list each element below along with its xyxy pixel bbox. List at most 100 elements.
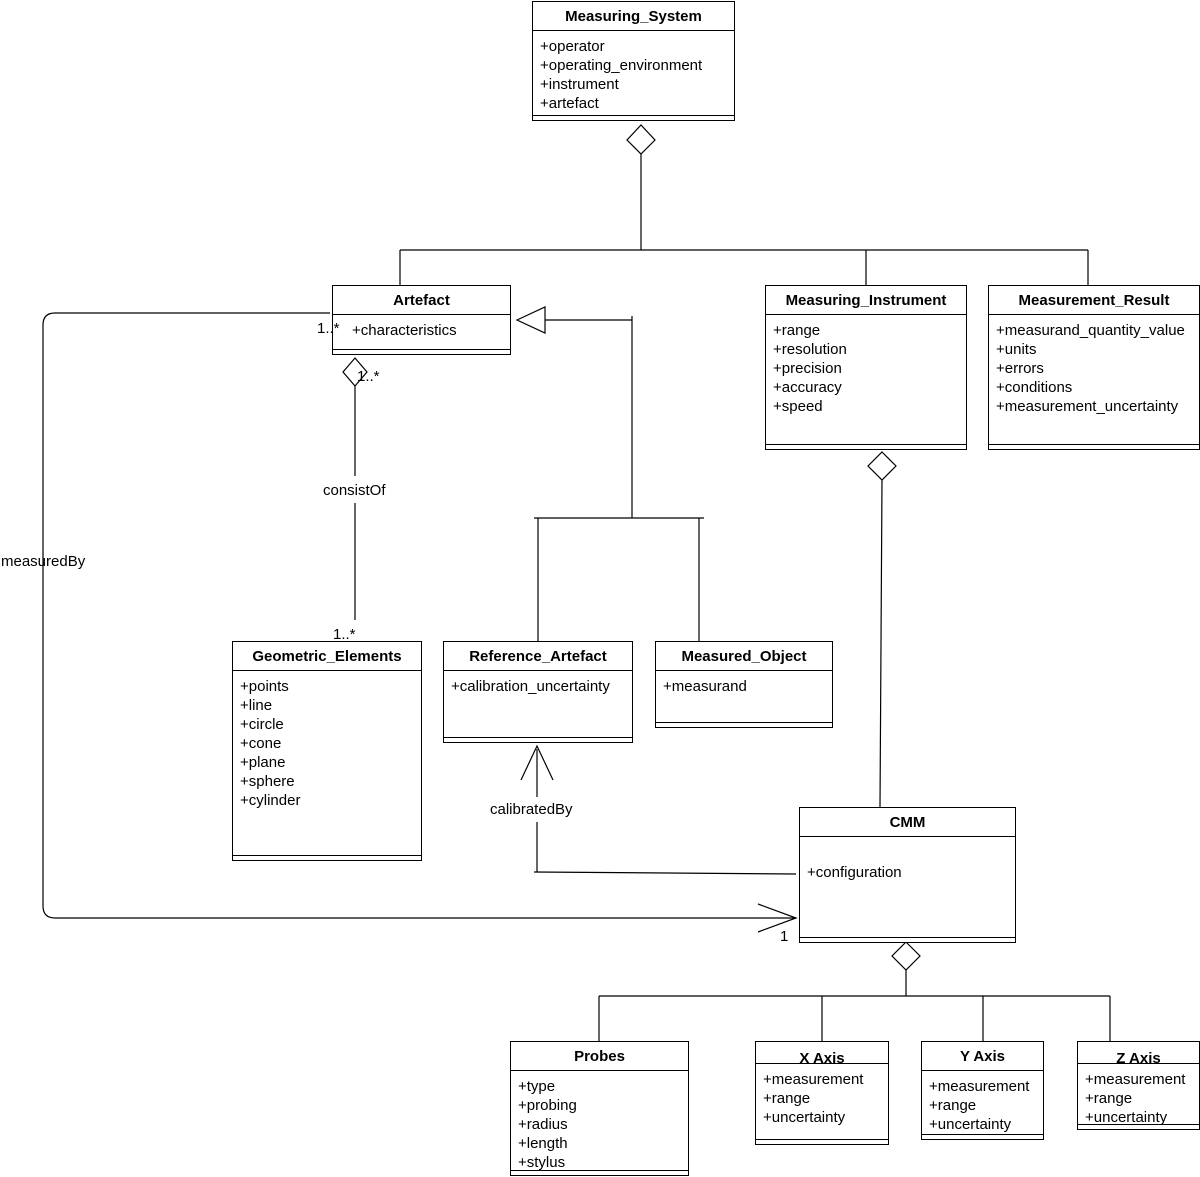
class-attribute: +artefact — [540, 95, 599, 112]
label-measured-by: measuredBy — [1, 553, 86, 570]
multiplicity-cmm: 1 — [780, 928, 789, 945]
multiplicity-geometric-elements: 1..* — [333, 626, 356, 643]
class-name: Measurement_Result — [989, 286, 1199, 315]
class-name: Measuring_Instrument — [766, 286, 966, 315]
class-name: Geometric_Elements — [233, 642, 421, 671]
class-attributes: +measurement +range +uncertainty — [1078, 1064, 1199, 1127]
multiplicity-artefact-measured-by: 1..* — [317, 320, 340, 337]
class-attribute: +range — [1085, 1090, 1133, 1107]
class-name: Measuring_System — [533, 2, 734, 31]
aggregation-diamond-measuring-system — [626, 124, 656, 155]
class-operations — [444, 737, 632, 742]
class-attribute: +configuration — [807, 864, 902, 881]
class-attribute: +type — [518, 1078, 556, 1095]
class-attribute: +errors — [996, 360, 1044, 377]
class-attribute: +stylus — [518, 1154, 566, 1171]
class-attribute: +measurement — [929, 1078, 1030, 1095]
arrowhead-measured-by — [757, 903, 798, 933]
class-y-axis[interactable]: Y Axis +measurement +range +uncertainty — [921, 1041, 1044, 1140]
aggregation-diamond-instrument — [867, 451, 897, 481]
class-attribute: +measurement — [1085, 1071, 1186, 1088]
class-attribute: +instrument — [540, 76, 619, 93]
line-calibrated-by-horizontal — [533, 871, 797, 875]
class-attributes: +operator +operating_environment +instrume… — [533, 31, 734, 113]
class-attribute: +cylinder — [240, 792, 301, 809]
class-attribute: +measurand_quantity_value — [996, 322, 1185, 339]
class-attribute: +uncertainty — [929, 1116, 1012, 1133]
class-attributes: +measurand — [656, 671, 832, 696]
class-cmm[interactable]: CMM +configuration — [799, 807, 1016, 943]
class-attributes: +measurement +range +uncertainty — [922, 1071, 1043, 1134]
class-probes[interactable]: Probes +type +probing +radius +length +stylu… — [510, 1041, 689, 1176]
class-measuring-system[interactable]: Measuring_System +operator +operating_env… — [532, 1, 735, 121]
class-attribute: +sphere — [240, 773, 295, 790]
line-instrument-cmm — [879, 479, 883, 808]
class-attribute: +range — [929, 1097, 977, 1114]
generalization-triangle-artefact — [515, 306, 546, 334]
class-x-axis[interactable]: X Axis +measurement+range+uncertainty — [755, 1041, 889, 1145]
class-attribute: +calibration_uncertainty — [451, 678, 610, 695]
class-operations — [656, 722, 832, 727]
class-name: Probes — [511, 1042, 688, 1071]
class-attribute: +probing — [518, 1097, 577, 1114]
class-operations — [800, 937, 1015, 942]
class-attributes: +measurand_quantity_value +units +errors +… — [989, 315, 1199, 416]
class-operations — [989, 444, 1199, 449]
class-name: Z Axis — [1078, 1042, 1199, 1064]
class-measurement-result[interactable]: Measurement_Result +measurand_quantity_v… — [988, 285, 1200, 450]
class-attribute: +circle — [240, 716, 284, 733]
class-reference-artefact[interactable]: Reference_Artefact +calibration_uncertai… — [443, 641, 633, 743]
class-operations — [533, 115, 734, 120]
class-attribute: +line — [240, 697, 273, 714]
class-attributes: +range +resolution +precision +accuracy +spe… — [766, 315, 966, 416]
class-attribute: +operator — [540, 38, 605, 55]
class-attribute: +uncertainty — [763, 1109, 846, 1126]
class-name: CMM — [800, 808, 1015, 837]
class-attributes: +characteristics — [333, 315, 510, 340]
multiplicity-artefact-consist-of: 1..* — [357, 368, 380, 385]
class-attribute: +points — [240, 678, 289, 695]
class-operations — [922, 1134, 1043, 1139]
class-attribute: +plane — [240, 754, 286, 771]
class-operations — [333, 349, 510, 354]
class-attribute: +speed — [773, 398, 823, 415]
class-attribute: +accuracy — [773, 379, 842, 396]
class-attribute: +cone — [240, 735, 282, 752]
class-attributes: +configuration — [800, 837, 1015, 882]
class-attribute: +measurand — [663, 678, 747, 695]
class-attributes: +type +probing +radius +length +stylus — [511, 1071, 688, 1172]
class-attributes: +measurement+range+uncertainty — [756, 1064, 888, 1127]
label-calibrated-by: calibratedBy — [490, 801, 573, 818]
class-operations — [766, 444, 966, 449]
class-geometric-elements[interactable]: Geometric_Elements +points +line +circle +c… — [232, 641, 422, 861]
class-attribute: +radius — [518, 1116, 568, 1133]
class-name: X Axis — [756, 1042, 888, 1064]
class-attribute: +precision — [773, 360, 842, 377]
class-attribute: +resolution — [773, 341, 847, 358]
class-attribute: +conditions — [996, 379, 1073, 396]
class-name: Reference_Artefact — [444, 642, 632, 671]
aggregation-diamond-cmm — [891, 941, 921, 971]
class-z-axis[interactable]: Z Axis +measurement +range +uncertainty — [1077, 1041, 1200, 1130]
class-operations — [233, 855, 421, 860]
class-attribute: +uncertainty — [1085, 1109, 1168, 1126]
class-name: Measured_Object — [656, 642, 832, 671]
class-operations — [1078, 1124, 1199, 1129]
label-consist-of: consistOf — [323, 482, 386, 499]
arrowhead-calibrated-by — [520, 744, 554, 781]
class-name: Y Axis — [922, 1042, 1043, 1071]
line-measured-by — [42, 312, 796, 919]
class-attribute: +units — [996, 341, 1037, 358]
class-operations — [511, 1170, 688, 1175]
class-attributes: +calibration_uncertainty — [444, 671, 632, 696]
class-attribute: +length — [518, 1135, 568, 1152]
class-attributes: +points +line +circle +cone +plane +sphere +cy… — [233, 671, 421, 810]
class-attribute: +characteristics — [352, 322, 457, 339]
class-attribute: +operating_environment — [540, 57, 703, 74]
class-attribute: +range — [763, 1090, 811, 1107]
class-measured-object[interactable]: Measured_Object +measurand — [655, 641, 833, 728]
class-measuring-instrument[interactable]: Measuring_Instrument +range +resolution +p… — [765, 285, 967, 450]
class-artefact[interactable]: Artefact +characteristics — [332, 285, 511, 355]
class-attribute: +range — [773, 322, 821, 339]
